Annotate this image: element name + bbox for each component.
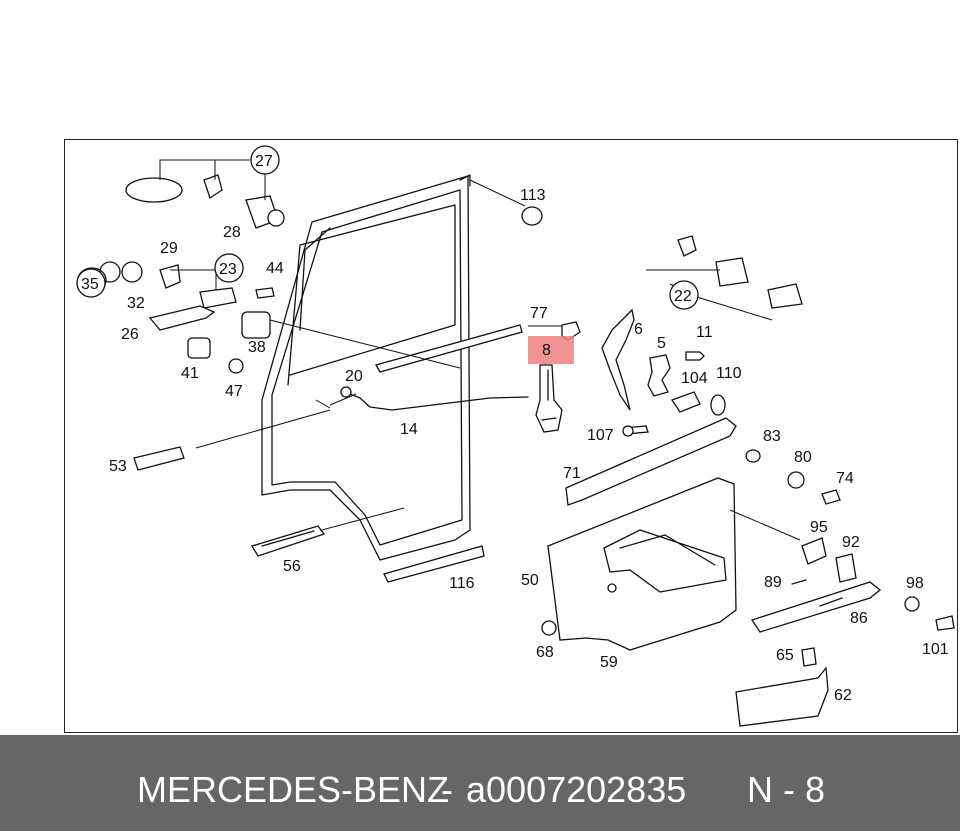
callout-80: 80 xyxy=(794,449,812,466)
striker xyxy=(647,354,671,397)
callout-107: 107 xyxy=(587,427,614,444)
callout-83: 83 xyxy=(763,428,781,445)
callout-22: 22 xyxy=(674,288,692,305)
callout-65: 65 xyxy=(776,647,794,664)
callout-8: 8 xyxy=(542,342,551,359)
callout-92: 92 xyxy=(842,534,860,551)
clip-part-74 xyxy=(821,489,841,505)
callout-44: 44 xyxy=(266,260,284,277)
callout-47: 47 xyxy=(225,383,243,400)
sill-strip xyxy=(565,417,737,506)
callout-110: 110 xyxy=(716,365,742,382)
door-trim-panel xyxy=(547,477,737,651)
callout-14: 14 xyxy=(400,421,418,438)
callout-89: 89 xyxy=(764,574,782,591)
washer-part-83 xyxy=(745,449,761,463)
callout-circle-23 xyxy=(214,253,244,283)
left-lock-cylinder-group xyxy=(77,174,285,374)
handle-housing xyxy=(801,537,827,565)
callout-101: 101 xyxy=(922,641,949,658)
callout-68: 68 xyxy=(536,644,554,661)
callout-56: 56 xyxy=(283,558,301,575)
callout-62: 62 xyxy=(834,687,852,704)
callout-104: 104 xyxy=(681,370,708,387)
callout-35: 35 xyxy=(81,276,99,293)
grommet-part xyxy=(521,206,543,226)
callout-41: 41 xyxy=(181,365,199,382)
screw-part-80 xyxy=(787,471,805,489)
caption-brand: MERCEDES-BENZ xyxy=(137,769,450,810)
inner-handle-lever xyxy=(750,581,882,633)
clip-part-65 xyxy=(801,647,817,667)
callout-circle-27 xyxy=(250,145,280,175)
callout-116: 116 xyxy=(449,575,475,592)
callout-59: 59 xyxy=(600,654,618,671)
door-shell xyxy=(261,174,471,561)
callout-113: 113 xyxy=(520,187,546,204)
callout-77: 77 xyxy=(530,305,548,322)
callout-20: 20 xyxy=(345,368,363,385)
callout-27: 27 xyxy=(255,153,273,170)
callout-53: 53 xyxy=(109,458,127,475)
callout-28: 28 xyxy=(223,224,241,241)
callout-95: 95 xyxy=(810,519,828,536)
callout-29: 29 xyxy=(160,240,178,257)
callout-26: 26 xyxy=(121,326,139,343)
highlighted-part-marker xyxy=(528,336,574,364)
callout-5: 5 xyxy=(657,335,666,352)
bracket-part xyxy=(671,391,701,413)
clip-part-68 xyxy=(541,620,557,636)
handle-cover xyxy=(835,553,857,583)
callout-71: 71 xyxy=(563,465,581,482)
callout-32: 32 xyxy=(127,295,145,312)
caption-part-number: a0007202835 xyxy=(466,769,687,810)
callout-23: 23 xyxy=(219,261,237,278)
window-strip xyxy=(375,324,523,373)
washer-part xyxy=(710,394,726,416)
caption-position: N - 8 xyxy=(747,769,826,810)
caption-separator: - xyxy=(441,769,453,810)
screw-part-98 xyxy=(904,596,920,612)
lock-rod xyxy=(344,391,529,411)
callout-98: 98 xyxy=(906,575,924,592)
striker-plate xyxy=(601,308,635,411)
bolt-part xyxy=(685,351,705,361)
callout-38: 38 xyxy=(248,339,266,356)
leader-lines xyxy=(159,159,801,541)
exploded-parts-diagram: 27 28 29 23 35 32 44 26 38 41 47 20 14 5… xyxy=(76,145,955,727)
callout-11: 11 xyxy=(696,324,713,341)
callout-86: 86 xyxy=(850,610,868,627)
diagram-frame xyxy=(64,139,958,733)
callout-50: 50 xyxy=(521,572,539,589)
handle-insert xyxy=(251,525,326,557)
armrest xyxy=(735,666,829,727)
screw-head xyxy=(622,425,634,437)
right-lock-cylinder-group xyxy=(677,235,803,309)
trim-strip xyxy=(133,446,185,471)
callout-circle-35 xyxy=(76,268,106,298)
lower-trim xyxy=(383,545,485,583)
callout-74: 74 xyxy=(836,470,854,487)
callout-6: 6 xyxy=(634,321,643,338)
cap-part-101 xyxy=(935,615,955,631)
callout-circle-22 xyxy=(669,280,699,310)
caption-bar: MERCEDES-BENZ - a0007202835 N - 8 xyxy=(0,735,960,831)
clip-part xyxy=(340,386,352,398)
